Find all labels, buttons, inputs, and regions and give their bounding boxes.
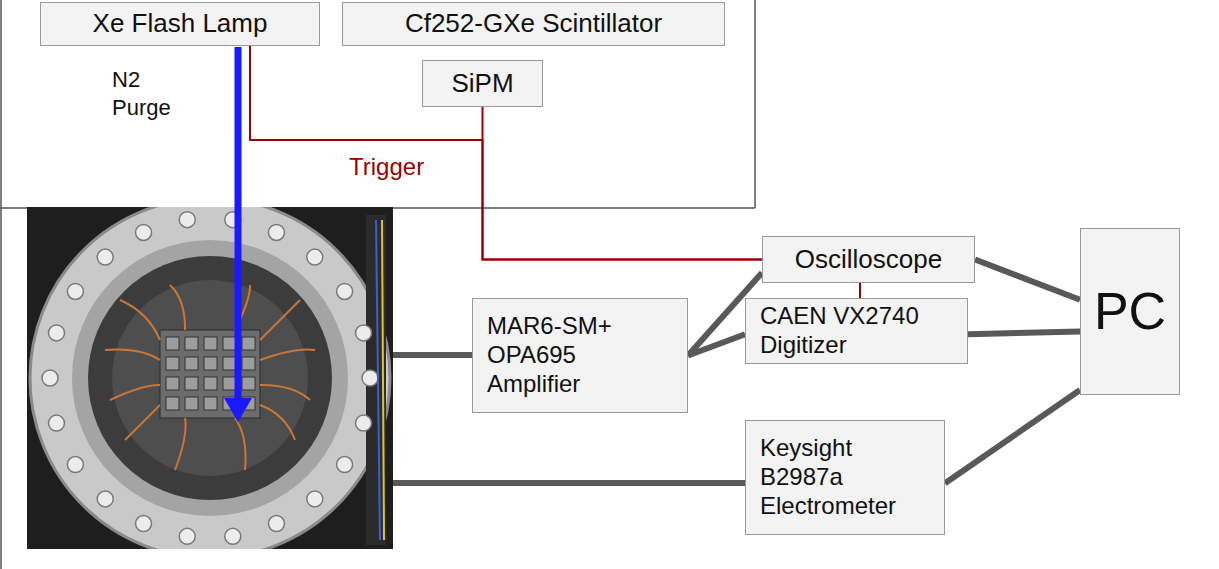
wire [260, 405, 295, 440]
bolt [48, 415, 64, 431]
connector-line [975, 260, 1080, 300]
sensor-pad [204, 377, 217, 390]
wire [235, 418, 246, 470]
chamber-photo [27, 207, 393, 549]
box-label: Cf252-GXe Scintillator [405, 8, 662, 39]
cable [393, 352, 472, 358]
bolt [337, 283, 353, 299]
sensor-pad [204, 357, 217, 370]
sensor-pad [185, 377, 198, 390]
sensor-pad [242, 337, 255, 350]
bolt [67, 457, 83, 473]
box-label: Oscilloscope [795, 244, 942, 275]
wire [175, 418, 186, 470]
sensor-pad [166, 337, 179, 350]
connector [968, 332, 1080, 335]
sensor-pad [223, 377, 236, 390]
sensor-pad [223, 357, 236, 370]
pc-box: PC [1080, 228, 1180, 395]
wire [120, 300, 160, 340]
connector [250, 46, 762, 260]
cable [393, 480, 745, 486]
box-label: Keysight B2987a Electrometer [760, 434, 910, 520]
connector-line [688, 334, 745, 355]
bolt [48, 325, 64, 341]
wire [376, 220, 380, 540]
wire [110, 385, 160, 400]
wire [125, 405, 160, 440]
wire [170, 285, 185, 330]
wire [260, 300, 300, 340]
sensor-pad [185, 337, 198, 350]
bolt [356, 415, 372, 431]
sipm-box: SiPM [422, 60, 543, 107]
bolt [337, 457, 353, 473]
sensor-pad [242, 357, 255, 370]
connector-line [968, 332, 1080, 335]
wire [260, 349, 315, 360]
box-label: SiPM [451, 68, 513, 99]
box-label: CAEN VX2740 Digitizer [760, 302, 930, 360]
connector [688, 334, 745, 355]
sensor-pad [185, 357, 198, 370]
sensor-pad [166, 377, 179, 390]
wire [105, 349, 160, 360]
sensor-pad [166, 357, 179, 370]
electrometer-box: Keysight B2987a Electrometer [745, 420, 945, 535]
sensor-pad [242, 377, 255, 390]
edge-label: Trigger [347, 152, 426, 182]
bolt [268, 224, 284, 240]
region-border [0, 0, 755, 569]
box-label: MAR6-SM+ OPA695 Amplifier [487, 312, 647, 398]
sensor-pad [166, 397, 179, 410]
purge-arrowhead [224, 398, 252, 422]
bolt [42, 370, 58, 386]
connector-line [859, 283, 861, 298]
oscilloscope-box: Oscilloscope [762, 236, 975, 283]
sensor-pad [223, 337, 236, 350]
wire [260, 385, 310, 400]
connector [859, 283, 860, 298]
bolt [225, 528, 241, 544]
box-label: PC [1094, 280, 1166, 342]
bolt [136, 224, 152, 240]
wire [382, 220, 384, 540]
connector-line [945, 390, 1080, 483]
bolt [362, 370, 378, 386]
digitizer-box: CAEN VX2740 Digitizer [745, 298, 968, 364]
bolt [179, 212, 195, 228]
sensor-pad [185, 397, 198, 410]
bolt [97, 249, 113, 265]
bolt [97, 491, 113, 507]
bolt [356, 325, 372, 341]
connector-line [250, 46, 762, 260]
amplifier-box: MAR6-SM+ OPA695 Amplifier [472, 298, 688, 413]
bolt [179, 528, 195, 544]
connector [975, 260, 1080, 300]
bolt [136, 516, 152, 532]
connector [945, 390, 1080, 483]
purge-arrow [235, 47, 242, 400]
sensor-pad [204, 337, 217, 350]
bolt [307, 491, 323, 507]
connector [483, 107, 763, 260]
lamp-box: Xe Flash Lamp [40, 2, 320, 46]
purge-label: N2 Purge [112, 66, 190, 121]
bolt [268, 516, 284, 532]
box-label: Xe Flash Lamp [93, 8, 268, 39]
sensor-pad [204, 397, 217, 410]
bolt [307, 249, 323, 265]
connector-line [483, 107, 763, 260]
bolt [67, 283, 83, 299]
scintillator-box: Cf252-GXe Scintillator [342, 2, 725, 46]
